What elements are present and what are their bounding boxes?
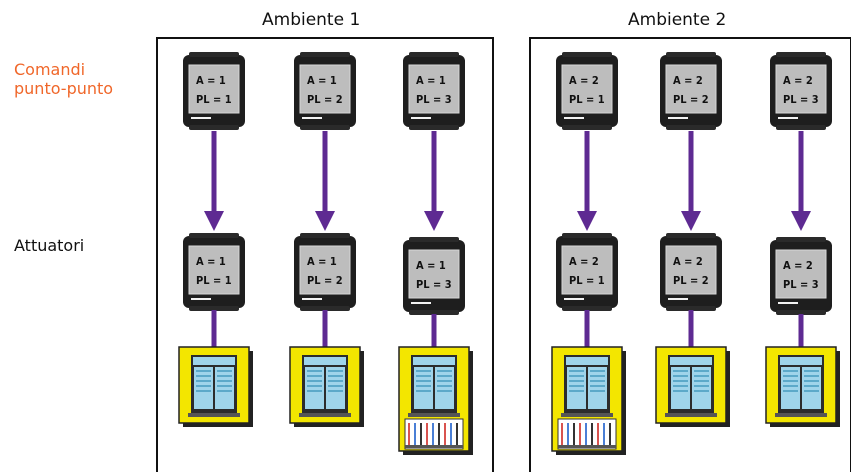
actuator-module-r2-3-point: PL = 3 — [783, 278, 819, 291]
command-module-r2-3-address: A = 2 — [783, 74, 813, 87]
commands-row-label: Comandi punto-punto — [14, 60, 113, 98]
command-module-r1-2-point: PL = 2 — [307, 93, 343, 106]
command-module-r1-2-address: A = 1 — [307, 74, 337, 87]
actuator-module-r1-3-point: PL = 3 — [416, 278, 452, 291]
actuator-module-r1-3: A = 1 PL = 3 — [403, 237, 465, 315]
actuator-module-r1-3-address: A = 1 — [416, 259, 446, 272]
actuator-module-r2-3-address: A = 2 — [783, 259, 813, 272]
actuator-module-r1-1: A = 1 PL = 1 — [183, 233, 245, 311]
load-window-balcony-icon-r2-1 — [551, 346, 626, 455]
actuator-module-r2-1-point: PL = 1 — [569, 274, 605, 287]
command-module-r2-3-point: PL = 3 — [783, 93, 819, 106]
actuator-module-r2-2-address: A = 2 — [673, 255, 703, 268]
actuator-module-r2-1-address: A = 2 — [569, 255, 599, 268]
load-window-icon-r1-1 — [178, 346, 253, 427]
command-module-r2-2: A = 2 PL = 2 — [660, 52, 722, 130]
command-module-r2-2-address: A = 2 — [673, 74, 703, 87]
actuator-module-r1-2: A = 1 PL = 2 — [294, 233, 356, 311]
command-module-r1-2: A = 1 PL = 2 — [294, 52, 356, 130]
actuator-module-r1-2-point: PL = 2 — [307, 274, 343, 287]
room-frame-1 — [156, 37, 494, 472]
command-module-r1-1-address: A = 1 — [196, 74, 226, 87]
load-window-balcony-icon-r1-3 — [398, 346, 473, 455]
command-module-r1-3: A = 1 PL = 3 — [403, 52, 465, 130]
actuators-row-label: Attuatori — [14, 236, 85, 255]
room-title-2: Ambiente 2 — [628, 10, 727, 30]
command-module-r2-1-address: A = 2 — [569, 74, 599, 87]
command-module-r1-3-address: A = 1 — [416, 74, 446, 87]
command-module-r1-1: A = 1 PL = 1 — [183, 52, 245, 130]
commands-row-label-line2: punto-punto — [14, 79, 114, 98]
command-module-r2-1-point: PL = 1 — [569, 93, 605, 106]
room-frame-2 — [529, 37, 851, 472]
actuator-module-r2-2-point: PL = 2 — [673, 274, 709, 287]
command-module-r2-1: A = 2 PL = 1 — [556, 52, 618, 130]
actuator-module-r1-1-address: A = 1 — [196, 255, 226, 268]
command-module-r1-3-point: PL = 3 — [416, 93, 452, 106]
load-window-icon-r2-2 — [655, 346, 730, 427]
command-module-r2-2-point: PL = 2 — [673, 93, 709, 106]
command-module-r2-3: A = 2 PL = 3 — [770, 52, 832, 130]
actuator-module-r2-3: A = 2 PL = 3 — [770, 237, 832, 315]
commands-row-label-line1: Comandi — [14, 60, 86, 79]
actuator-module-r2-1: A = 2 PL = 1 — [556, 233, 618, 311]
load-window-icon-r1-2 — [289, 346, 364, 427]
actuator-module-r1-1-point: PL = 1 — [196, 274, 232, 287]
room-title-1: Ambiente 1 — [262, 10, 361, 30]
actuator-module-r1-2-address: A = 1 — [307, 255, 337, 268]
load-window-icon-r2-3 — [765, 346, 840, 427]
actuator-module-r2-2: A = 2 PL = 2 — [660, 233, 722, 311]
command-module-r1-1-point: PL = 1 — [196, 93, 232, 106]
